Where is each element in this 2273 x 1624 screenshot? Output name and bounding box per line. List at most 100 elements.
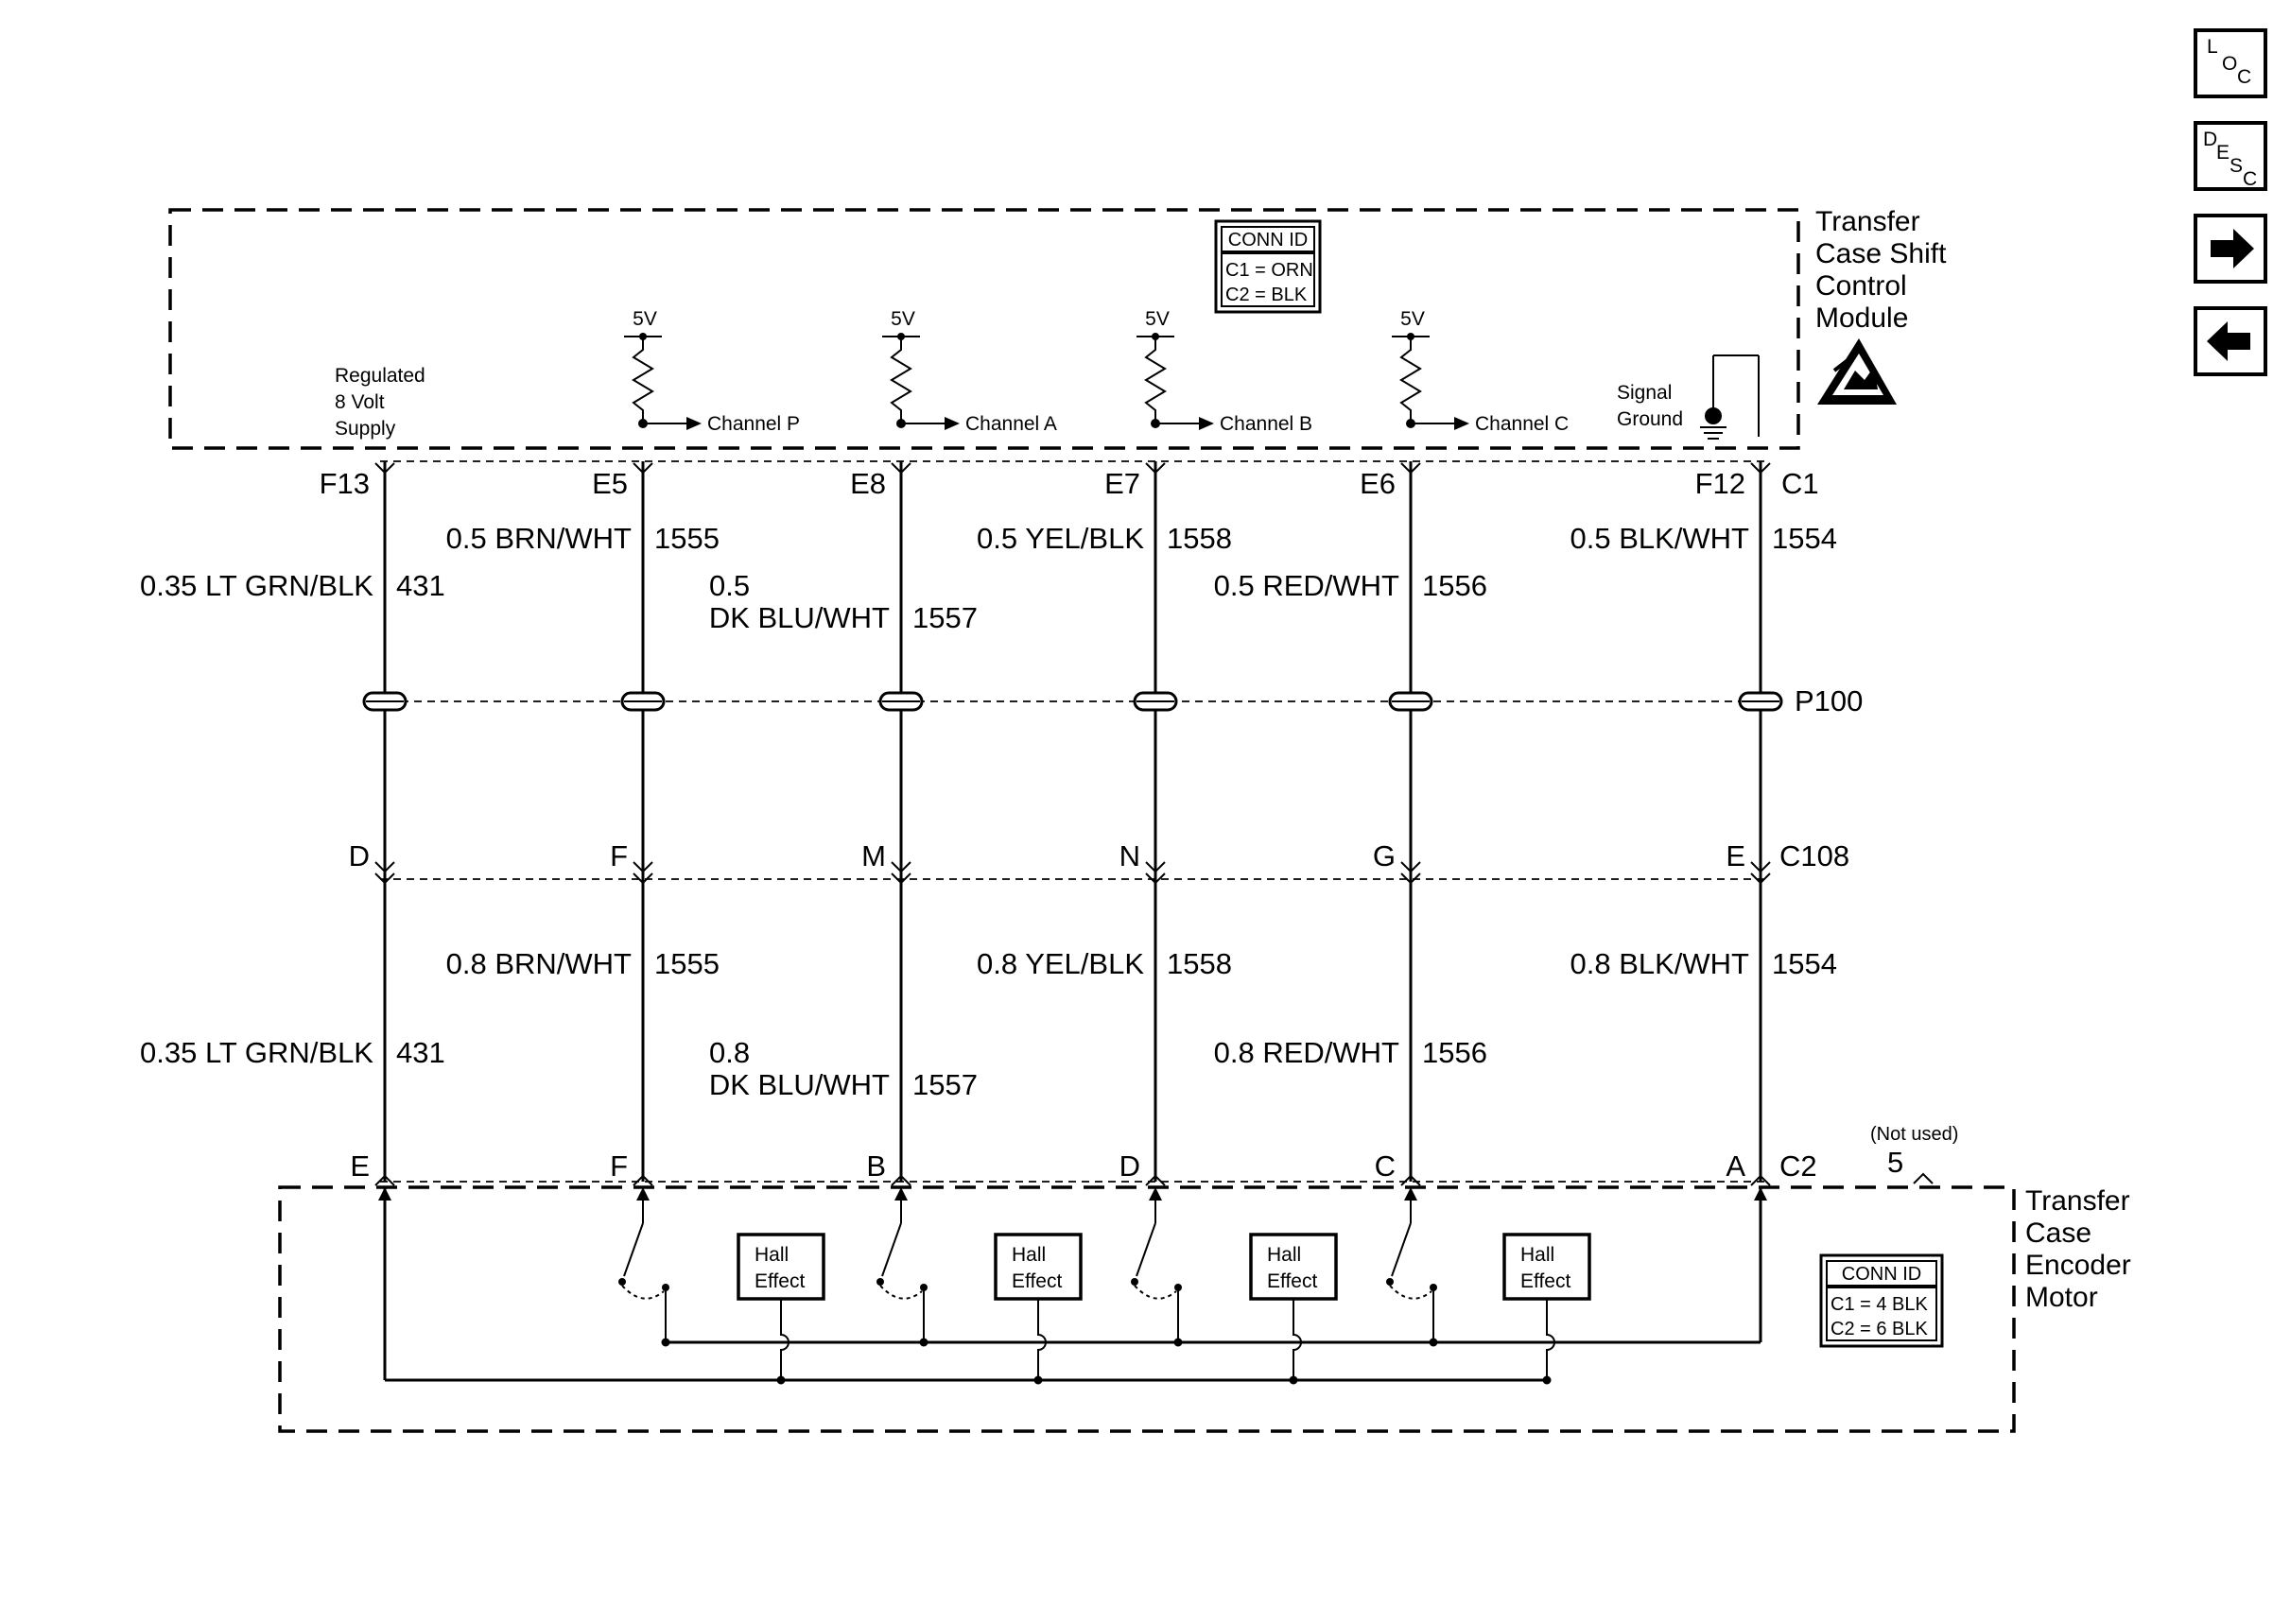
c2-pin-label: E (350, 1149, 370, 1183)
switch-contact (876, 1278, 884, 1286)
control-module-name-line: Control (1815, 270, 1907, 302)
c1-pin-label: F12 (1695, 467, 1745, 500)
circuit-number: 1555 (654, 947, 720, 980)
arrow-right-icon (2211, 229, 2254, 268)
switch-contact (618, 1278, 626, 1286)
encoder-module-name-line: Motor (2025, 1282, 2098, 1313)
signal-ground: Signal Ground (1617, 354, 1760, 440)
hall-lead (1293, 1299, 1302, 1380)
pin-chevron-icon (1145, 872, 1166, 885)
hall-sensor-box (994, 1233, 1083, 1301)
pin-chevron-icon (374, 462, 395, 475)
hall-sensor-label: Hall (1012, 1244, 1046, 1266)
junction-dot (776, 1375, 786, 1385)
loc-button[interactable]: L O C (2194, 28, 2267, 98)
resistor-icon (890, 337, 912, 423)
pin-chevron-icon (891, 1174, 911, 1186)
voltage-label: 5V (1145, 308, 1170, 330)
channel-label: Channel P (707, 413, 800, 435)
hall-sensor-box (1249, 1233, 1338, 1301)
circuit-number: 431 (396, 569, 445, 602)
pin-chevron-icon (1750, 872, 1771, 885)
encoder-module-boundary (278, 1185, 2016, 1433)
hall-sensor-box (1502, 1233, 1591, 1301)
pin-chevron-icon (374, 1174, 395, 1186)
circuit-number: 1554 (1772, 522, 1837, 555)
signal-ground-label: Signal (1617, 382, 1672, 404)
arrow-right-icon (1199, 417, 1214, 430)
lower-wire-label: 0.8DK BLU/WHT 1557 (709, 1036, 978, 1101)
svg-text:8 Volt: 8 Volt (335, 391, 385, 413)
pin-chevron-icon (633, 872, 653, 885)
c1-pin-label: F13 (320, 467, 370, 500)
esd-warning-icon (1817, 338, 1897, 405)
c108-pin-label: F (610, 839, 628, 872)
arrow-right-icon (686, 417, 702, 430)
hall-sensor-label: Effect (1012, 1270, 1062, 1292)
pin-chevron-icon (1145, 462, 1166, 475)
pin-chevron-icon (633, 462, 653, 475)
voltage-label: 5V (633, 308, 657, 330)
resistor-icon (632, 337, 654, 423)
c2-pin-label: A (1726, 1149, 1745, 1183)
conn-id-row: C2 = BLK (1225, 285, 1308, 305)
circuit-number: 1556 (1422, 569, 1487, 602)
pin-chevron-icon (374, 872, 395, 885)
not-used-note: (Not used) (1870, 1124, 1958, 1145)
circuit-number: 1558 (1167, 522, 1232, 555)
encoder-module-name-line: Case (2025, 1218, 2091, 1249)
conn-id-title: CONN ID (1228, 230, 1308, 251)
switch-contact (1386, 1278, 1394, 1286)
c108-pin-label: D (349, 839, 370, 872)
control-module-boundary (168, 208, 1800, 450)
wire-gauge-color: 0.5 BRN/WHT (446, 522, 632, 555)
svg-text:S: S (2230, 155, 2243, 177)
channel-label: Channel C (1475, 413, 1569, 435)
next-page-button[interactable] (2194, 214, 2267, 284)
channel-label: Channel A (965, 413, 1057, 435)
pin-chevron-icon (891, 861, 911, 873)
previous-page-button[interactable] (2194, 306, 2267, 376)
c2-pin-label: F (610, 1149, 628, 1183)
wire-gauge-color: 0.8 (709, 1036, 750, 1069)
not-used-pin: 5 (1887, 1146, 1903, 1179)
arrow-right-icon (1454, 417, 1469, 430)
wire-gauge-color: 0.8 BRN/WHT (446, 947, 632, 980)
pin-chevron-icon (1750, 861, 1771, 873)
encoder-module: Transfer Case Encoder Motor (278, 1185, 2131, 1433)
control-module-name-line: Case Shift (1815, 238, 1947, 269)
svg-text:C: C (2237, 66, 2251, 88)
c108-pin-label: G (1373, 839, 1396, 872)
desc-button[interactable]: D E S C (2194, 121, 2267, 191)
switch-blade (623, 1222, 644, 1277)
c1-pin-label: E5 (592, 467, 628, 500)
arrow-right-icon (945, 417, 960, 430)
switch-arc (879, 1285, 923, 1300)
switch-blade (881, 1222, 902, 1277)
junction-dot (1289, 1375, 1298, 1385)
svg-text:C: C (2243, 168, 2257, 190)
svg-text:L: L (2207, 36, 2218, 58)
pin-chevron-icon (1145, 1174, 1166, 1186)
upper-wire-label: 0.35 LT GRN/BLK 431 (140, 569, 445, 602)
c2-pin-label: C (1375, 1149, 1396, 1183)
wire-gauge-color: 0.35 LT GRN/BLK (140, 569, 373, 602)
svg-text:O: O (2222, 53, 2237, 75)
pin-chevron-icon (633, 1174, 653, 1186)
unused-pin: (Not used) 5 (1870, 1124, 1958, 1184)
junction-dot (1542, 1375, 1552, 1385)
wire-gauge-color: DK BLU/WHT (709, 1068, 890, 1101)
wire-gauge-color: 0.5 (709, 569, 750, 602)
resistor-icon (1144, 337, 1167, 423)
circuit-number: 1557 (912, 1068, 978, 1101)
junction-dot (661, 1338, 670, 1347)
junction-dot (1429, 1338, 1438, 1347)
wire-gauge-color: 0.8 BLK/WHT (1570, 947, 1750, 980)
wire-gauge-color: DK BLU/WHT (709, 601, 890, 634)
junction-dot (1173, 1338, 1183, 1347)
